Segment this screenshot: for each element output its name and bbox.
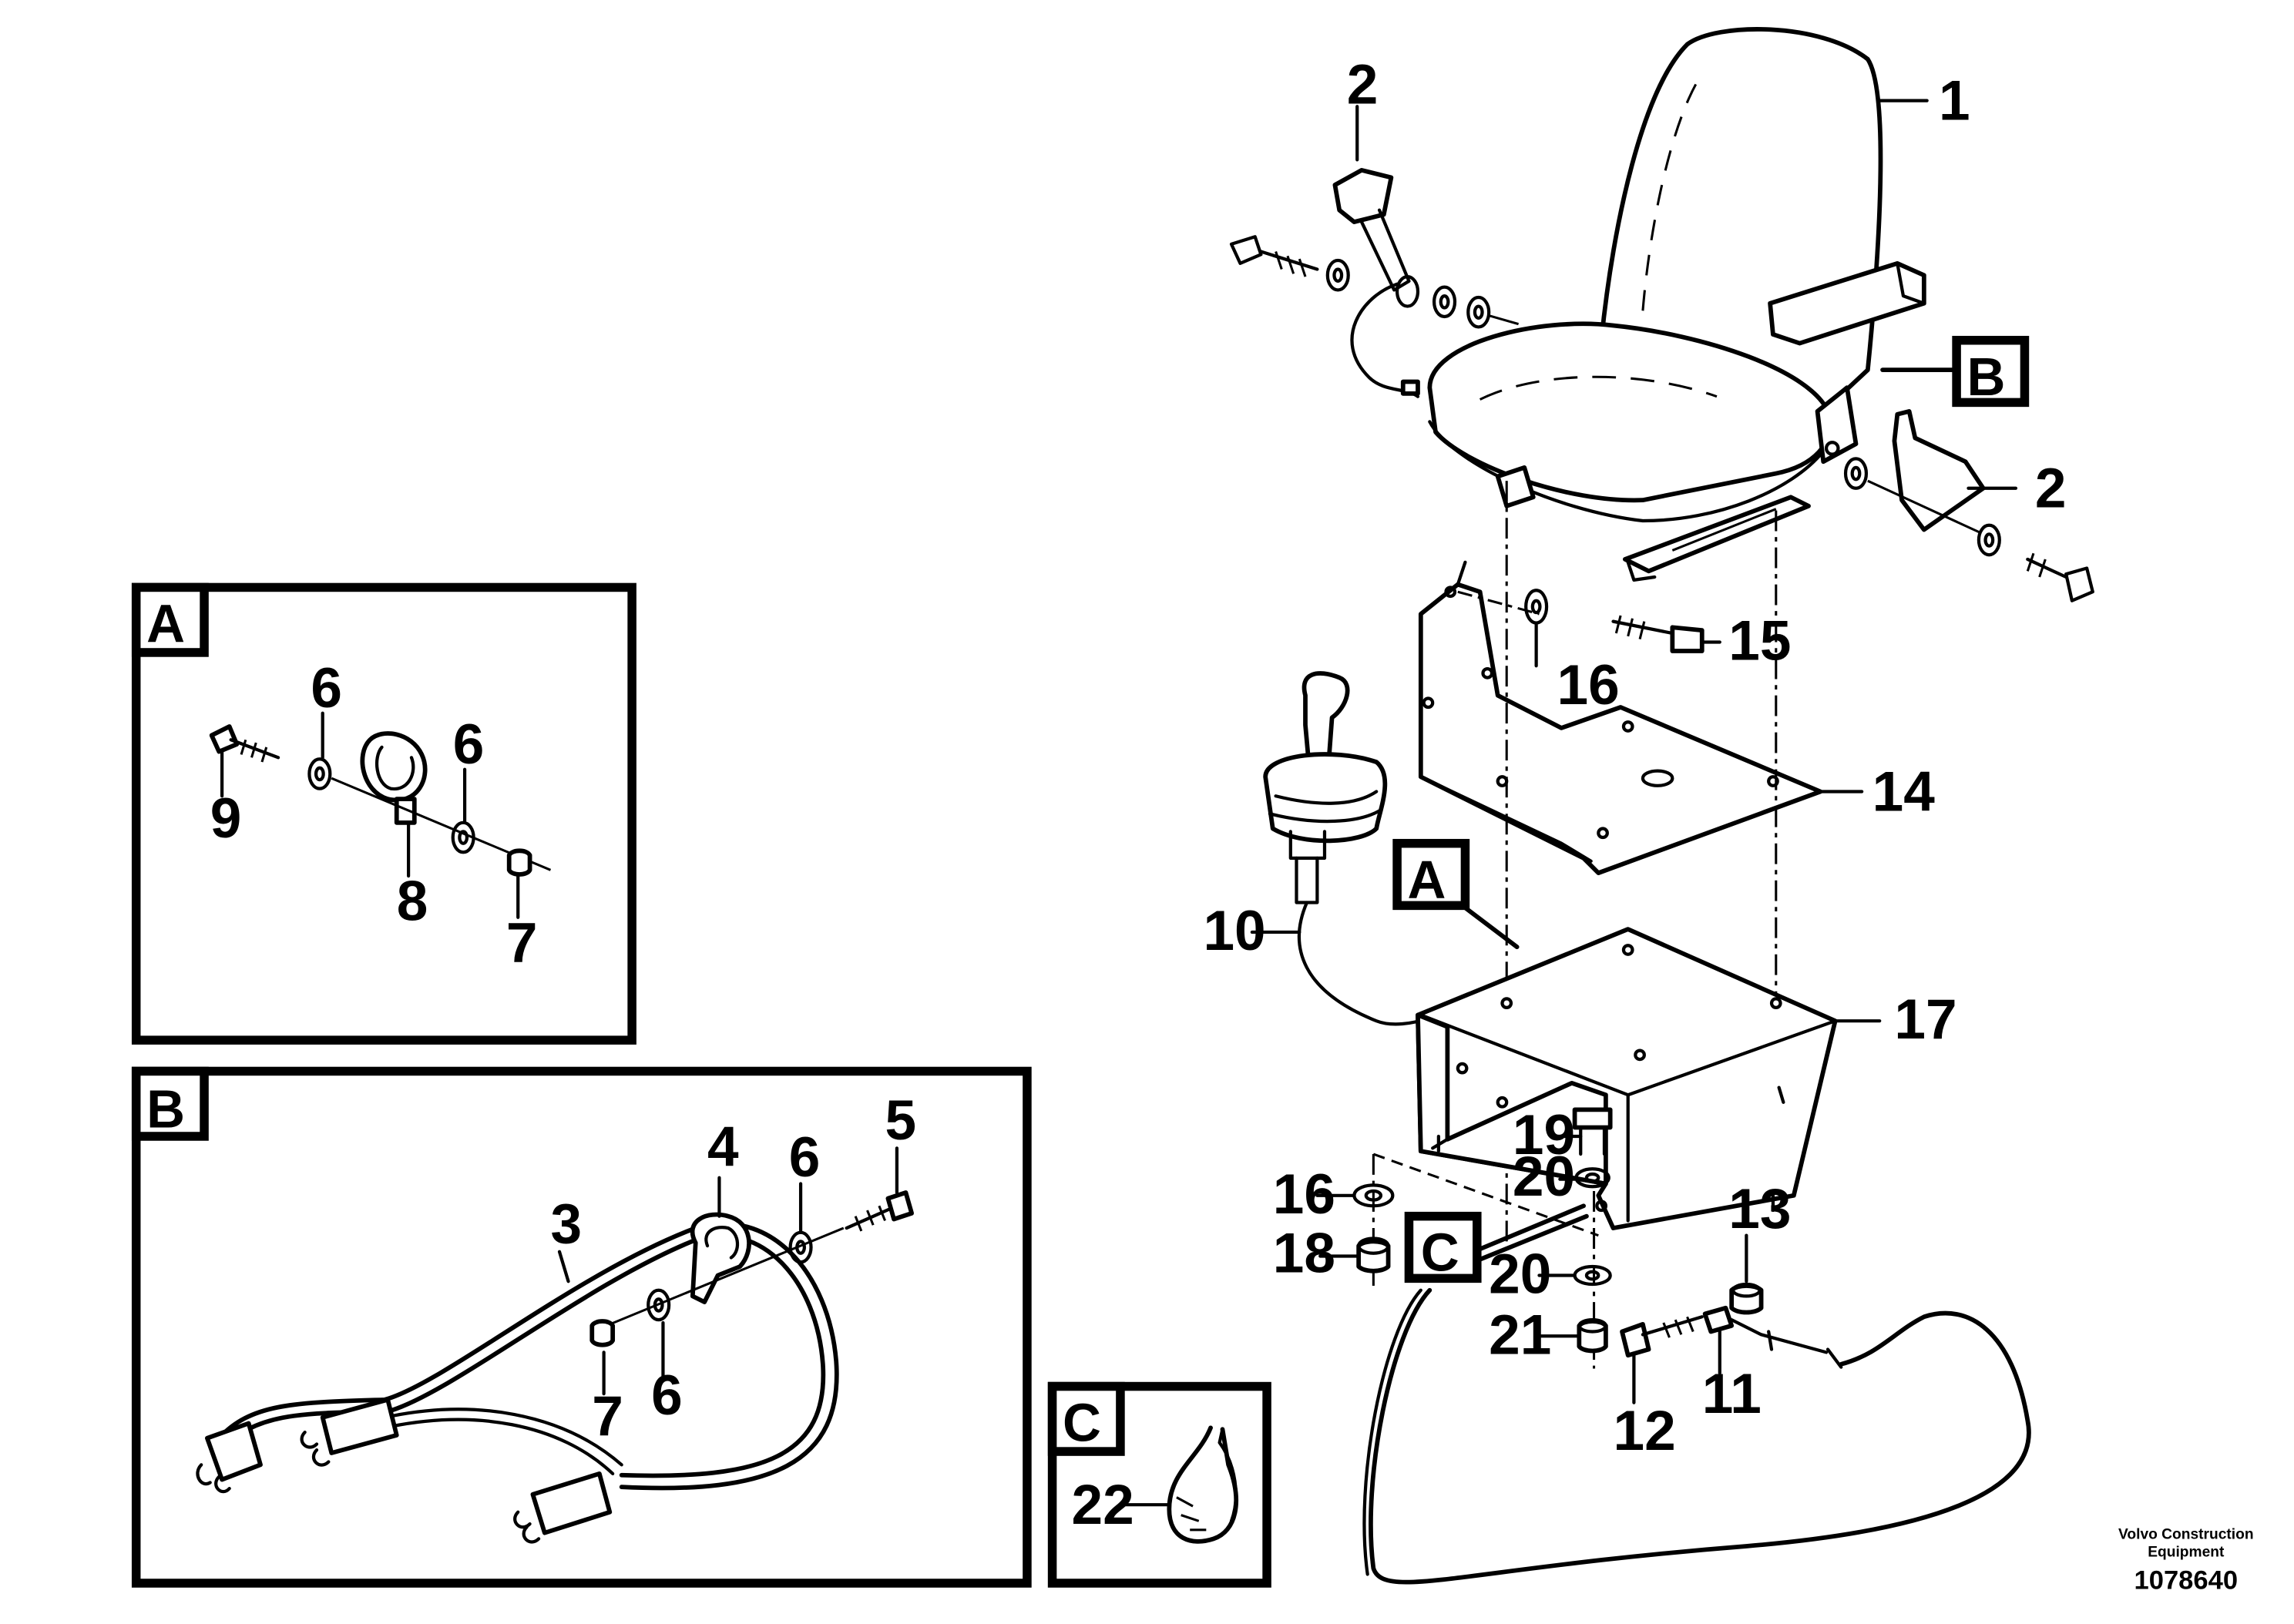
detail-b-callout-4: 4	[707, 1116, 739, 1178]
svg-text:C: C	[1421, 1223, 1459, 1283]
callout-11: 11	[1702, 1363, 1762, 1425]
callout-20-lower: 20	[1489, 1243, 1551, 1306]
detail-a-callout-7: 7	[506, 911, 538, 974]
callout-18: 18	[1273, 1223, 1335, 1285]
detail-b-callout-3: 3	[550, 1193, 582, 1255]
slide-rail	[1622, 495, 1811, 582]
detail-b-callout-5: 5	[885, 1089, 917, 1152]
callout-20-upper: 20	[1513, 1146, 1575, 1208]
detail-a-callout-8: 8	[397, 871, 428, 933]
svg-text:A: A	[1408, 850, 1446, 910]
brand-line-2: Equipment	[2148, 1544, 2225, 1560]
detail-pointer-c: C	[1404, 1211, 1482, 1283]
detail-b-callout-7: 7	[592, 1385, 623, 1448]
detail-pointer-a: A	[1392, 838, 1470, 911]
callout-16-top: 16	[1557, 654, 1620, 716]
drawing-number: 1078640	[2134, 1566, 2239, 1595]
joystick	[1263, 671, 1430, 1026]
callout-12: 12	[1614, 1400, 1676, 1462]
cable-loop	[1369, 1287, 2031, 1585]
svg-text:B: B	[1967, 347, 2006, 407]
callout-19: 19	[1513, 1104, 1575, 1166]
callout-17: 17	[1894, 988, 1956, 1051]
brand-line-1: Volvo Construction	[2118, 1526, 2254, 1542]
mounting-plate	[1418, 560, 1823, 876]
bolt-15	[1524, 589, 1705, 653]
detail-a-callout-6-left: 6	[311, 657, 342, 720]
seat-base-box	[1416, 927, 1838, 1230]
detail-c-panel: C 22	[1047, 1381, 1271, 1588]
callout-2-top: 2	[1347, 53, 1379, 116]
detail-b-panel: B 3 4 5 6 7 6	[131, 1066, 1032, 1588]
seat-belt-left	[1229, 167, 1520, 398]
hardware-stack	[1352, 1107, 1843, 1369]
detail-b-tag: B	[146, 1079, 185, 1139]
callout-1: 1	[1939, 70, 1970, 133]
detail-a-callout-6-right: 6	[453, 713, 485, 776]
callout-16-lower: 16	[1273, 1163, 1335, 1226]
callout-2-right: 2	[2035, 458, 2067, 520]
callout-10: 10	[1203, 900, 1265, 962]
detail-a-callout-9: 9	[210, 787, 242, 850]
detail-a-tag: A	[146, 594, 185, 654]
detail-b-callout-6-upper: 6	[789, 1126, 821, 1189]
detail-b-callout-6-lower: 6	[651, 1364, 683, 1427]
detail-pointer-b: B	[1952, 335, 2030, 408]
callout-21: 21	[1489, 1304, 1551, 1366]
detail-c-callout-22: 22	[1072, 1474, 1134, 1536]
callout-13: 13	[1728, 1178, 1791, 1240]
seat-drawing	[1427, 27, 1926, 523]
detail-a-panel: A 6 6 9 8 7	[131, 582, 636, 1045]
callout-15: 15	[1728, 610, 1791, 673]
detail-c-tag: C	[1063, 1393, 1101, 1453]
seat-belt-right	[1843, 409, 2094, 602]
callout-14: 14	[1872, 760, 1936, 823]
